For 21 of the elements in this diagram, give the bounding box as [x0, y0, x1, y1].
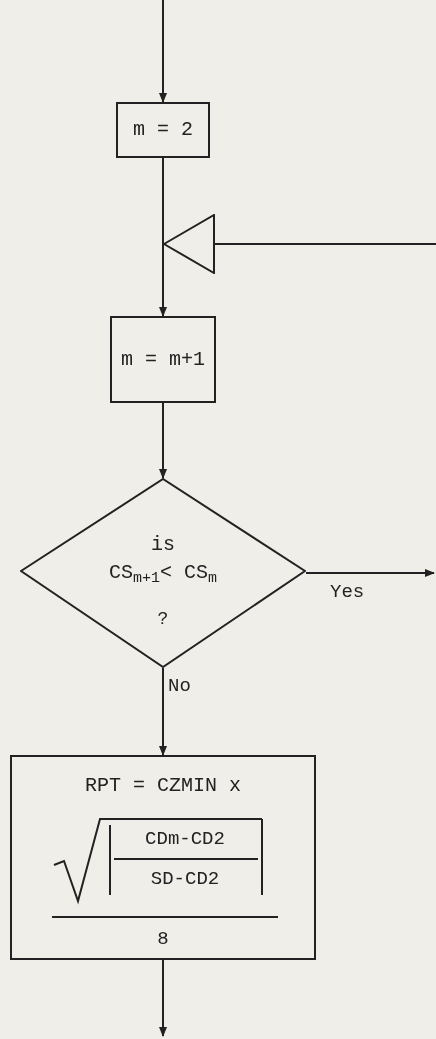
arrow	[159, 402, 167, 479]
condition-text: ?	[156, 608, 170, 631]
process-box	[116, 102, 210, 158]
arrow	[159, 959, 167, 1037]
condition-text: CS$_{m+1}$< CS$_{m}$	[107, 560, 219, 588]
condition-text: is	[150, 532, 176, 558]
edge-label: Yes	[330, 580, 365, 605]
process-text: m = m+1	[121, 346, 205, 373]
denominator-text: 8	[156, 927, 170, 952]
process-text: m = 2	[133, 117, 193, 143]
arrow	[159, 243, 167, 317]
denominator-text: SD-CD2	[149, 867, 221, 892]
connector-triangle	[163, 214, 215, 274]
process-box	[110, 316, 216, 403]
formula-text: RPT = CZMIN x	[84, 773, 242, 799]
arrow	[159, 0, 167, 103]
formula-box	[10, 755, 316, 960]
arrow	[305, 569, 435, 577]
numerator-text: CDm-CD2	[144, 827, 226, 852]
arrow	[159, 667, 167, 756]
edge-label: No	[168, 674, 191, 699]
